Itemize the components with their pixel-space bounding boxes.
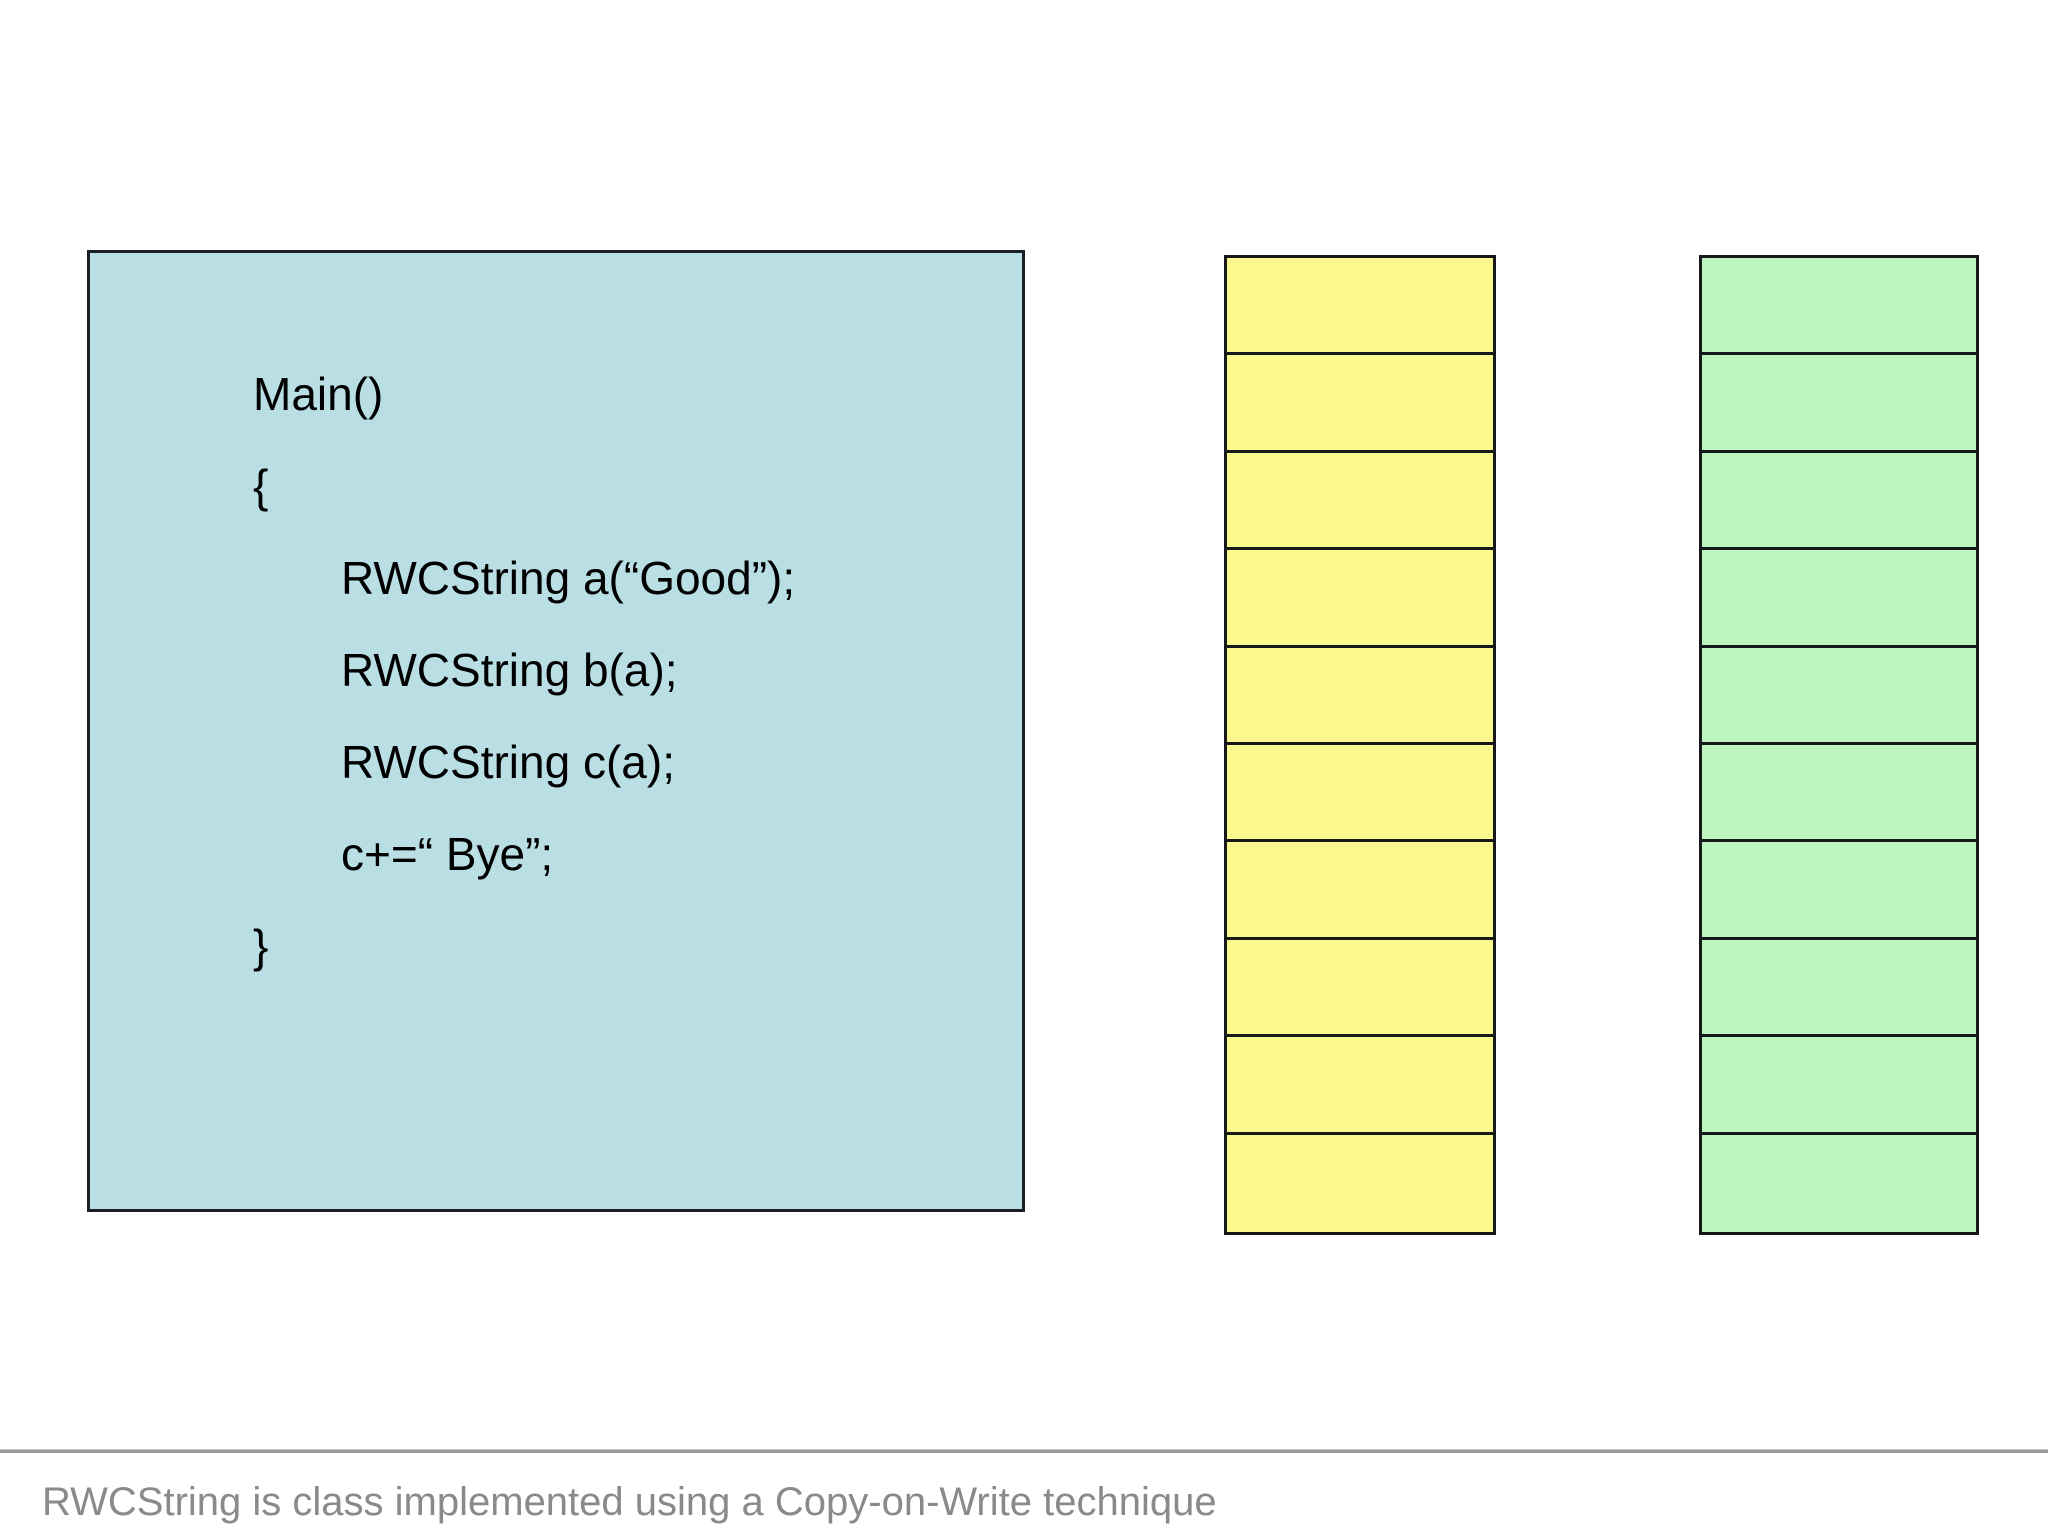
memory-cell: [1702, 745, 1976, 843]
footer-divider: [0, 1449, 2048, 1453]
code-panel: Main() { RWCString a(“Good”); RWCString …: [87, 250, 1025, 1212]
memory-cell: [1702, 550, 1976, 648]
memory-cell: [1227, 1037, 1493, 1135]
memory-cell: [1227, 1135, 1493, 1232]
memory-cell: [1227, 258, 1493, 356]
memory-cell: [1702, 648, 1976, 745]
memory-cell: [1227, 355, 1493, 453]
code-line: Main(): [253, 368, 384, 420]
code-line: RWCString c(a);: [341, 736, 675, 788]
code-line: RWCString b(a);: [341, 644, 678, 696]
memory-cell: [1702, 258, 1976, 356]
memory-cell: [1702, 842, 1976, 940]
memory-column-yellow: [1224, 255, 1496, 1235]
memory-cell: [1702, 1135, 1976, 1232]
code-line: c+=“ Bye”;: [341, 828, 554, 880]
code-line: RWCString a(“Good”);: [341, 552, 796, 604]
memory-cell: [1227, 940, 1493, 1038]
footer-caption: RWCString is class implemented using a C…: [42, 1480, 1217, 1524]
memory-column-green: [1699, 255, 1979, 1235]
memory-cell: [1702, 453, 1976, 551]
code-listing: Main() { RWCString a(“Good”); RWCString …: [253, 348, 1013, 992]
code-line: {: [253, 460, 269, 512]
memory-cell: [1227, 842, 1493, 940]
memory-cell: [1227, 453, 1493, 551]
memory-cell: [1702, 355, 1976, 453]
memory-cell: [1702, 940, 1976, 1038]
code-line: }: [253, 920, 269, 972]
memory-cell: [1227, 745, 1493, 843]
memory-cell: [1227, 550, 1493, 648]
memory-cell: [1227, 648, 1493, 745]
memory-cell: [1702, 1037, 1976, 1135]
